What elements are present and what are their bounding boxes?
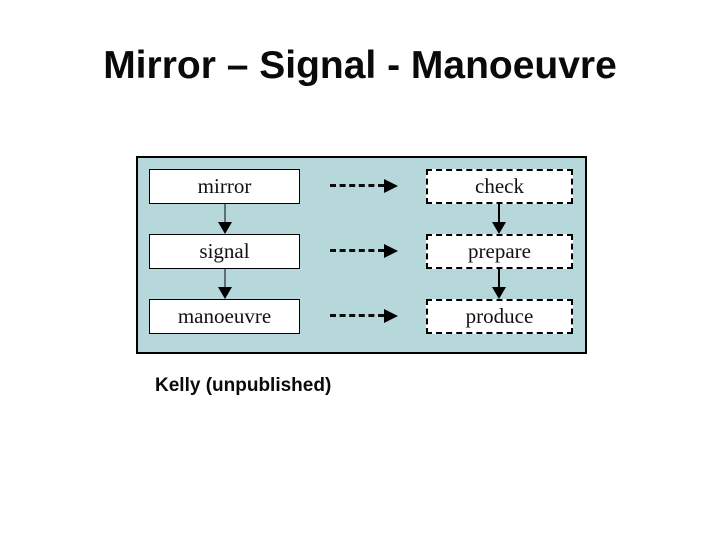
arrow-shaft: [224, 269, 226, 287]
slide-title: Mirror – Signal - Manoeuvre: [103, 44, 617, 87]
down-arrow-check-to-prepare: [492, 204, 506, 234]
arrowhead-down-icon: [218, 287, 232, 299]
arrowhead-down-icon: [492, 222, 506, 234]
flow-node-label: mirror: [197, 174, 252, 198]
attribution-caption: Kelly (unpublished): [155, 375, 332, 396]
flow-node-signal: signal: [149, 234, 300, 269]
dashed-arrow-shaft: [330, 184, 384, 187]
arrow-shaft: [224, 204, 226, 222]
arrow-shaft: [498, 204, 500, 222]
flow-node-prepare: prepare: [426, 234, 573, 269]
flow-node-label: manoeuvre: [177, 304, 272, 328]
down-arrow-prepare-to-produce: [492, 269, 506, 299]
dashed-arrow-manoeuvre-to-produce: [330, 309, 398, 323]
arrowhead-down-icon: [218, 222, 232, 234]
dashed-arrow-signal-to-prepare: [330, 244, 398, 258]
flow-node-label: signal: [199, 239, 250, 263]
arrowhead-right-icon: [384, 309, 398, 323]
arrowhead-right-icon: [384, 179, 398, 193]
flow-node-label: check: [475, 174, 524, 198]
arrow-shaft: [498, 269, 500, 287]
flow-node-mirror: mirror: [149, 169, 300, 204]
flow-node-produce: produce: [426, 299, 573, 334]
flow-node-label: prepare: [468, 239, 531, 263]
flow-node-label: produce: [465, 304, 534, 328]
dashed-arrow-shaft: [330, 249, 384, 252]
down-arrow-mirror-to-signal: [218, 204, 232, 234]
dashed-arrow-mirror-to-check: [330, 179, 398, 193]
diagram-panel: mirror signal manoeuvre check prepare pr…: [136, 156, 587, 354]
arrowhead-down-icon: [492, 287, 506, 299]
arrowhead-right-icon: [384, 244, 398, 258]
flow-node-check: check: [426, 169, 573, 204]
dashed-arrow-shaft: [330, 314, 384, 317]
flow-node-manoeuvre: manoeuvre: [149, 299, 300, 334]
down-arrow-signal-to-manoeuvre: [218, 269, 232, 299]
